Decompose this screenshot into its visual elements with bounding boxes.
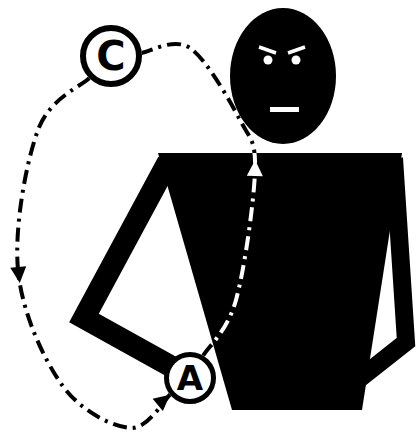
dash-dot-line [142,44,255,356]
dash-dot-line [142,44,255,356]
right-arm [358,158,406,380]
arrow-head [247,160,263,176]
arrow-on-ground [142,44,263,356]
arrow-on-ground [10,78,170,428]
circled-letter: C [80,25,142,87]
right-eye [292,56,301,65]
head-shape [230,8,336,144]
left-eyebrow [259,47,276,53]
arrow-on-body [142,44,263,356]
cycle-arrow [10,78,170,428]
left-eye [264,56,273,65]
circle-ring [83,28,139,84]
circle-ring [167,355,214,402]
node-letter: A [177,361,203,395]
arrow-head [10,266,26,283]
arrow-head [153,395,170,411]
arrow-head [153,395,170,411]
right-eyebrow [288,47,305,53]
arrow-head [10,266,26,283]
circled-letter: A [164,352,216,404]
left-arm [84,162,192,378]
mouth-line [270,107,299,112]
cycle-arrow [142,44,263,356]
arrow-on-body [10,78,170,428]
dash-dot-line [17,78,170,428]
arrow-head [247,160,263,176]
dash-dot-line [17,78,170,428]
node-letter: C [96,36,125,76]
